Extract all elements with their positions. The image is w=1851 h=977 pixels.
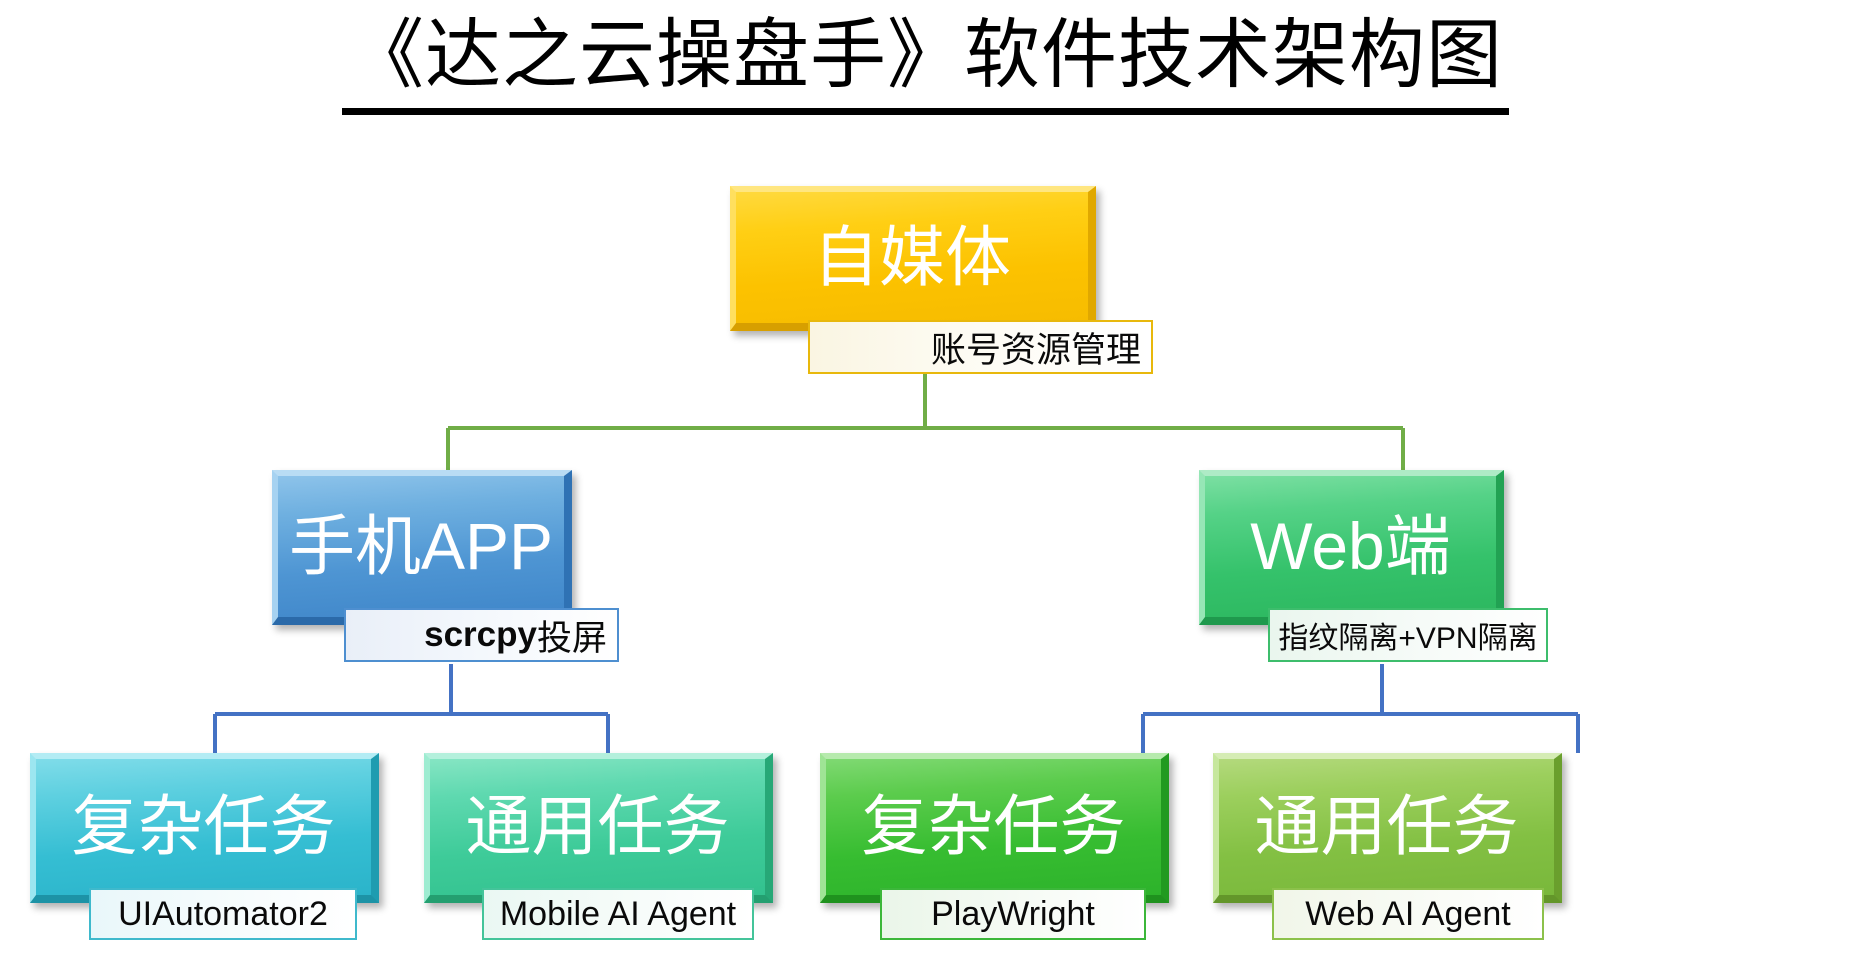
node-complex-task-mobile[interactable]: 复杂任务	[30, 753, 379, 903]
caption-mobile-ai-agent-text: Mobile AI Agent	[499, 894, 737, 933]
node-general-task-web[interactable]: 通用任务	[1213, 753, 1562, 903]
page-title-text: 《达之云操盘手》软件技术架构图	[342, 6, 1509, 115]
node-general-task-mobile[interactable]: 通用任务	[424, 753, 773, 903]
connector-group-level1	[446, 374, 1405, 470]
node-self-media-label: 自媒体	[813, 219, 1011, 294]
page-title: 《达之云操盘手》软件技术架构图	[0, 6, 1851, 115]
node-self-media[interactable]: 自媒体	[730, 186, 1096, 331]
caption-account-resource-management[interactable]: 账号资源管理	[808, 320, 1153, 374]
caption-scrcpy-mirroring-rest: 投屏	[536, 618, 607, 658]
node-general-task-mobile-label: 通用任务	[465, 789, 730, 864]
node-general-task-web-label: 通用任务	[1254, 789, 1519, 864]
caption-fingerprint-vpn-isolation-text: 指纹隔离+VPN隔离	[1278, 622, 1538, 655]
node-web-client-label: Web端	[1250, 508, 1451, 583]
caption-web-ai-agent-text: Web AI Agent	[1305, 894, 1511, 933]
node-complex-task-web[interactable]: 复杂任务	[820, 753, 1169, 903]
node-mobile-app[interactable]: 手机APP	[272, 470, 572, 625]
node-web-client[interactable]: Web端	[1199, 470, 1504, 625]
caption-account-resource-management-text: 账号资源管理	[930, 330, 1141, 370]
caption-scrcpy-mirroring-strong: scrcpy	[424, 615, 537, 654]
caption-playwright-text: PlayWright	[931, 894, 1095, 933]
caption-mobile-ai-agent[interactable]: Mobile AI Agent	[482, 888, 754, 940]
connector-group-level2	[213, 664, 1580, 753]
caption-uiautomator2[interactable]: UIAutomator2	[89, 888, 357, 940]
caption-web-ai-agent[interactable]: Web AI Agent	[1272, 888, 1544, 940]
caption-uiautomator2-text: UIAutomator2	[118, 894, 328, 933]
caption-playwright[interactable]: PlayWright	[880, 888, 1146, 940]
node-complex-task-web-label: 复杂任务	[861, 789, 1126, 864]
node-mobile-app-label: 手机APP	[288, 508, 554, 583]
caption-fingerprint-vpn-isolation[interactable]: 指纹隔离+VPN隔离	[1268, 608, 1548, 662]
node-complex-task-mobile-label: 复杂任务	[71, 789, 336, 864]
